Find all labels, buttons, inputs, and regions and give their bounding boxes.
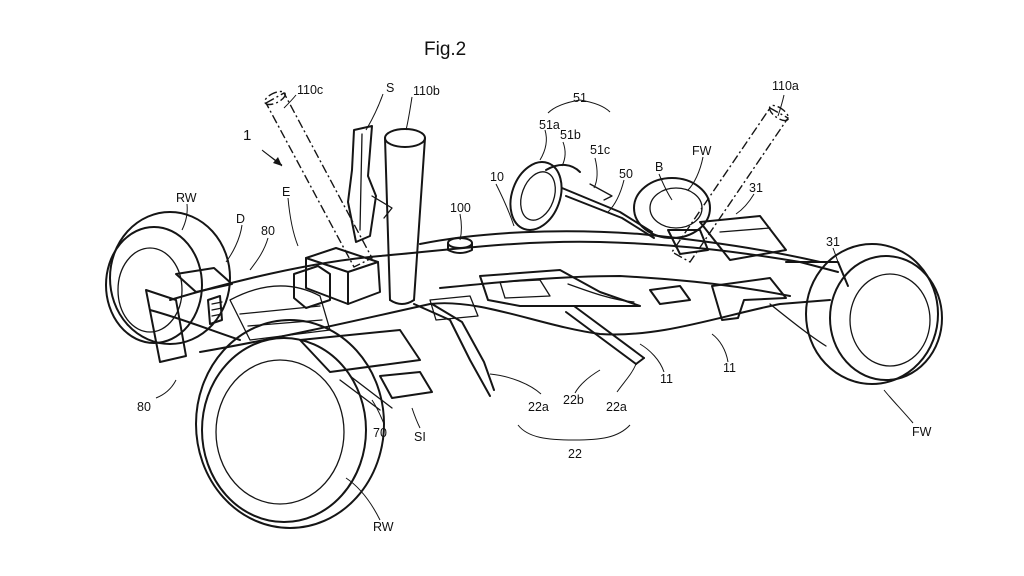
reference-labels: 110c S 110b 110a 51 51a 51b 51c 1 RW E D… bbox=[137, 79, 932, 534]
tube-110b bbox=[384, 128, 426, 305]
floor-bar-22b bbox=[565, 305, 645, 365]
label-10: 10 bbox=[490, 170, 504, 184]
label-110b: 110b bbox=[413, 84, 440, 98]
label-B: B bbox=[655, 160, 663, 174]
label-80-top: 80 bbox=[261, 224, 275, 238]
label-51: 51 bbox=[573, 91, 587, 105]
rear-wheel-bottom bbox=[195, 319, 385, 529]
label-11-mid: 11 bbox=[660, 372, 673, 386]
label-70: 70 bbox=[373, 426, 387, 440]
label-100: 100 bbox=[450, 201, 471, 215]
front-wheel-right bbox=[805, 243, 943, 385]
label-FW-top: FW bbox=[692, 144, 712, 158]
fuel-cap-100 bbox=[447, 237, 473, 254]
front-suspension bbox=[667, 215, 849, 347]
figure-title: Fig.2 bbox=[424, 39, 466, 60]
label-51a: 51a bbox=[539, 118, 560, 132]
arrow-label-1 bbox=[261, 149, 283, 167]
label-31-top: 31 bbox=[749, 181, 763, 195]
engine-E bbox=[229, 247, 381, 341]
label-FW-bottom: FW bbox=[912, 425, 932, 439]
label-22: 22 bbox=[568, 447, 582, 461]
label-1: 1 bbox=[243, 127, 251, 144]
label-51c: 51c bbox=[590, 143, 610, 157]
label-22a-left: 22a bbox=[528, 400, 549, 414]
label-110a: 110a bbox=[772, 79, 799, 93]
label-SI: SI bbox=[414, 430, 426, 444]
rear-wheel-left bbox=[105, 211, 231, 345]
label-22a-right: 22a bbox=[606, 400, 627, 414]
label-50: 50 bbox=[619, 167, 633, 181]
label-RW-bottom: RW bbox=[373, 520, 394, 534]
label-S: S bbox=[386, 81, 394, 95]
phantom-post-110a bbox=[670, 104, 790, 263]
phantom-post-110c bbox=[264, 90, 373, 268]
label-E: E bbox=[282, 185, 290, 199]
label-22b: 22b bbox=[563, 393, 584, 407]
label-RW-left: RW bbox=[176, 191, 197, 205]
label-80-bottom: 80 bbox=[137, 400, 151, 414]
label-110c: 110c bbox=[297, 83, 323, 97]
label-D: D bbox=[236, 212, 245, 226]
main-frame-10 bbox=[169, 230, 839, 397]
label-31-right: 31 bbox=[826, 235, 840, 249]
front-wheel-top bbox=[633, 177, 711, 239]
label-11-right: 11 bbox=[723, 361, 736, 375]
label-51b: 51b bbox=[560, 128, 581, 142]
